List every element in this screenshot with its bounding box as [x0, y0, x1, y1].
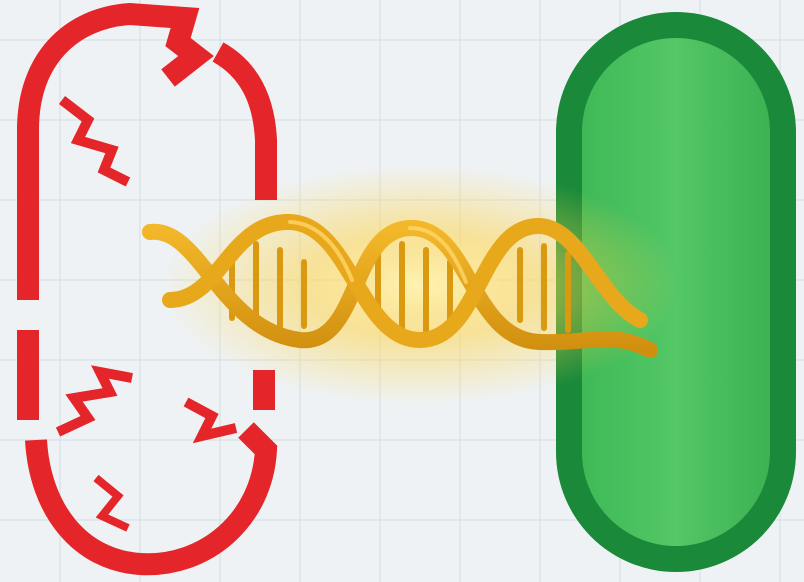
gene-transfer-illustration	[0, 0, 804, 582]
illustration-stage	[0, 0, 804, 582]
